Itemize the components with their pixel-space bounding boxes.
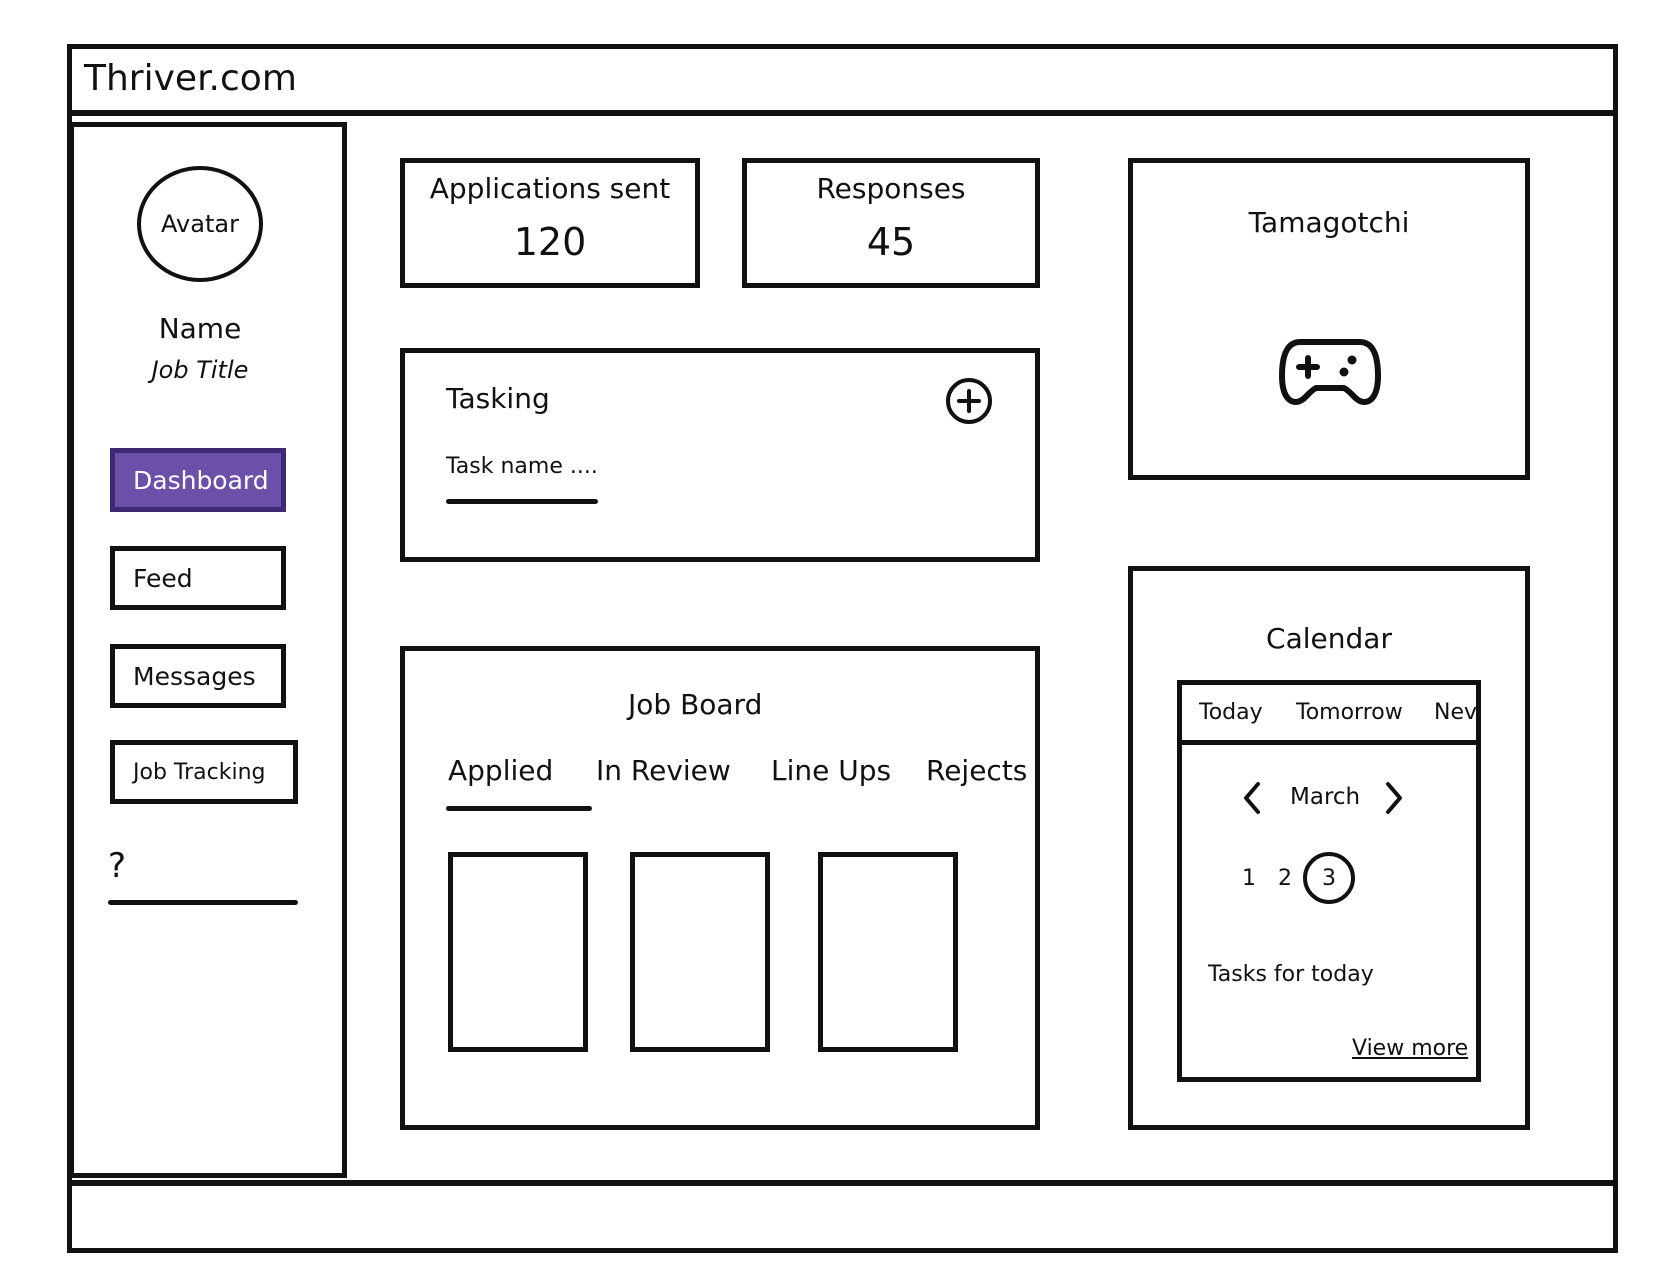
user-name: Name [158,312,242,345]
header-divider [67,110,1618,116]
sidebar-item-label: Dashboard [133,465,269,495]
job-card[interactable] [818,852,958,1052]
sidebar-item-job-tracking[interactable]: Job Tracking [110,740,298,804]
add-task-button[interactable] [946,378,992,424]
help-underline [108,900,298,905]
active-tab-indicator [446,806,592,811]
stat-value: 120 [513,220,587,264]
calendar-tabs: Today Tomorrow Nev [1182,685,1476,740]
avatar[interactable]: Avatar [137,166,263,282]
chevron-left-icon[interactable] [1240,780,1264,816]
sidebar-item-dashboard[interactable]: Dashboard [110,448,286,512]
calendar-month: March [1290,784,1361,810]
sidebar-item-label: Job Tracking [133,759,266,785]
calendar-tabs-divider [1177,740,1481,745]
help-icon[interactable]: ? [108,846,127,886]
footer-divider [67,1180,1618,1186]
job-card[interactable] [630,852,770,1052]
user-job-title: Job Title [151,356,249,384]
calendar-day-selected[interactable]: 3 [1303,852,1355,904]
chevron-right-icon[interactable] [1382,780,1406,816]
calendar-title: Calendar [1266,622,1392,655]
calendar-day[interactable]: 2 [1278,866,1292,891]
sidebar-item-messages[interactable]: Messages [110,644,286,708]
gamepad-icon[interactable] [1278,336,1382,408]
tamagotchi-title: Tamagotchi [1248,206,1410,239]
tasking-title: Tasking [446,382,550,415]
tab-tomorrow[interactable]: Tomorrow [1296,700,1403,725]
tab-applied[interactable]: Applied [448,754,554,787]
task-name-input[interactable]: Task name .... [446,454,598,479]
tab-rejects[interactable]: Rejects [926,754,1028,787]
stat-label: Applications sent [429,172,671,205]
app-title: Thriver.com [84,58,297,99]
tab-today[interactable]: Today [1199,700,1263,725]
calendar-day[interactable]: 1 [1242,866,1256,891]
plus-icon [957,389,981,413]
tasks-for-today-label: Tasks for today [1208,962,1374,987]
avatar-label: Avatar [161,210,239,238]
tab-in-review[interactable]: In Review [596,754,731,787]
task-underline [446,499,598,504]
job-card[interactable] [448,852,588,1052]
view-more-link[interactable]: View more [1352,1036,1469,1061]
sidebar-item-label: Feed [133,563,193,593]
job-board-title: Job Board [628,688,763,721]
stat-label: Responses [816,172,966,205]
tab-next[interactable]: Nev [1434,700,1476,725]
calendar-day-label: 3 [1322,865,1336,891]
sidebar-item-feed[interactable]: Feed [110,546,286,610]
tab-line-ups[interactable]: Line Ups [771,754,892,787]
tasking-card [400,348,1040,562]
stat-value: 45 [866,220,916,264]
stat-card-responses [742,158,1040,288]
stat-card-applications [400,158,700,288]
tamagotchi-card [1128,158,1530,480]
sidebar-item-label: Messages [133,661,256,691]
